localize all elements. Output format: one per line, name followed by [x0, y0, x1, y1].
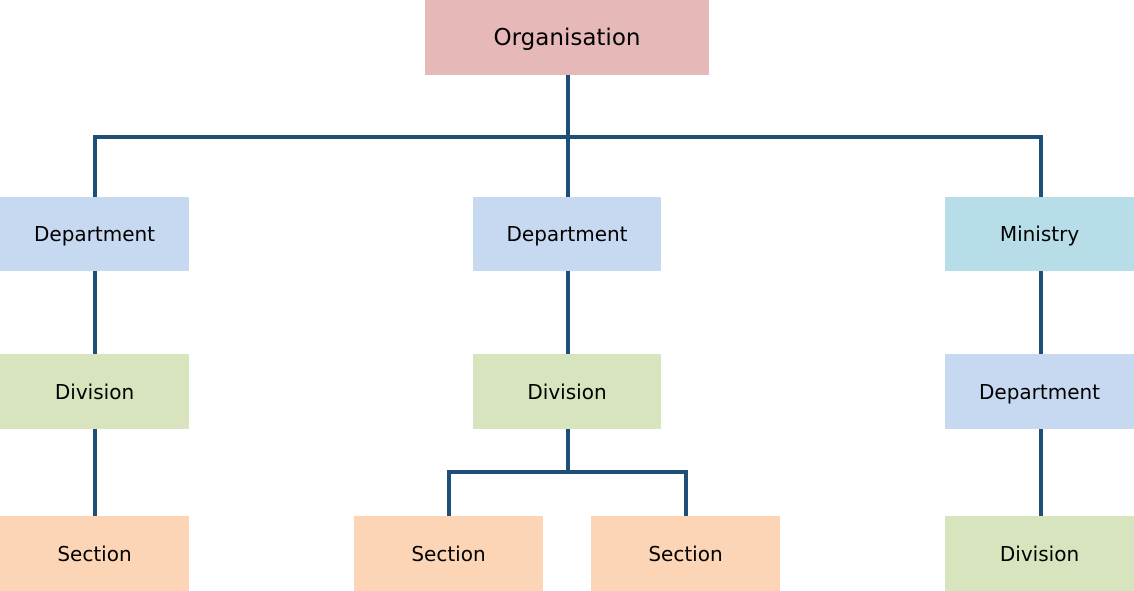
node-organisation: Organisation [425, 0, 709, 75]
node-center-department: Department [473, 197, 661, 271]
node-right-ministry: Ministry [945, 197, 1134, 271]
node-center-section-2: Section [591, 516, 780, 591]
node-center-section-1: Section [354, 516, 543, 591]
node-left-department: Department [0, 197, 189, 271]
node-right-division: Division [945, 516, 1134, 591]
node-left-section: Section [0, 516, 189, 591]
node-center-division: Division [473, 354, 661, 429]
node-left-division: Division [0, 354, 189, 429]
node-right-department: Department [945, 354, 1134, 429]
